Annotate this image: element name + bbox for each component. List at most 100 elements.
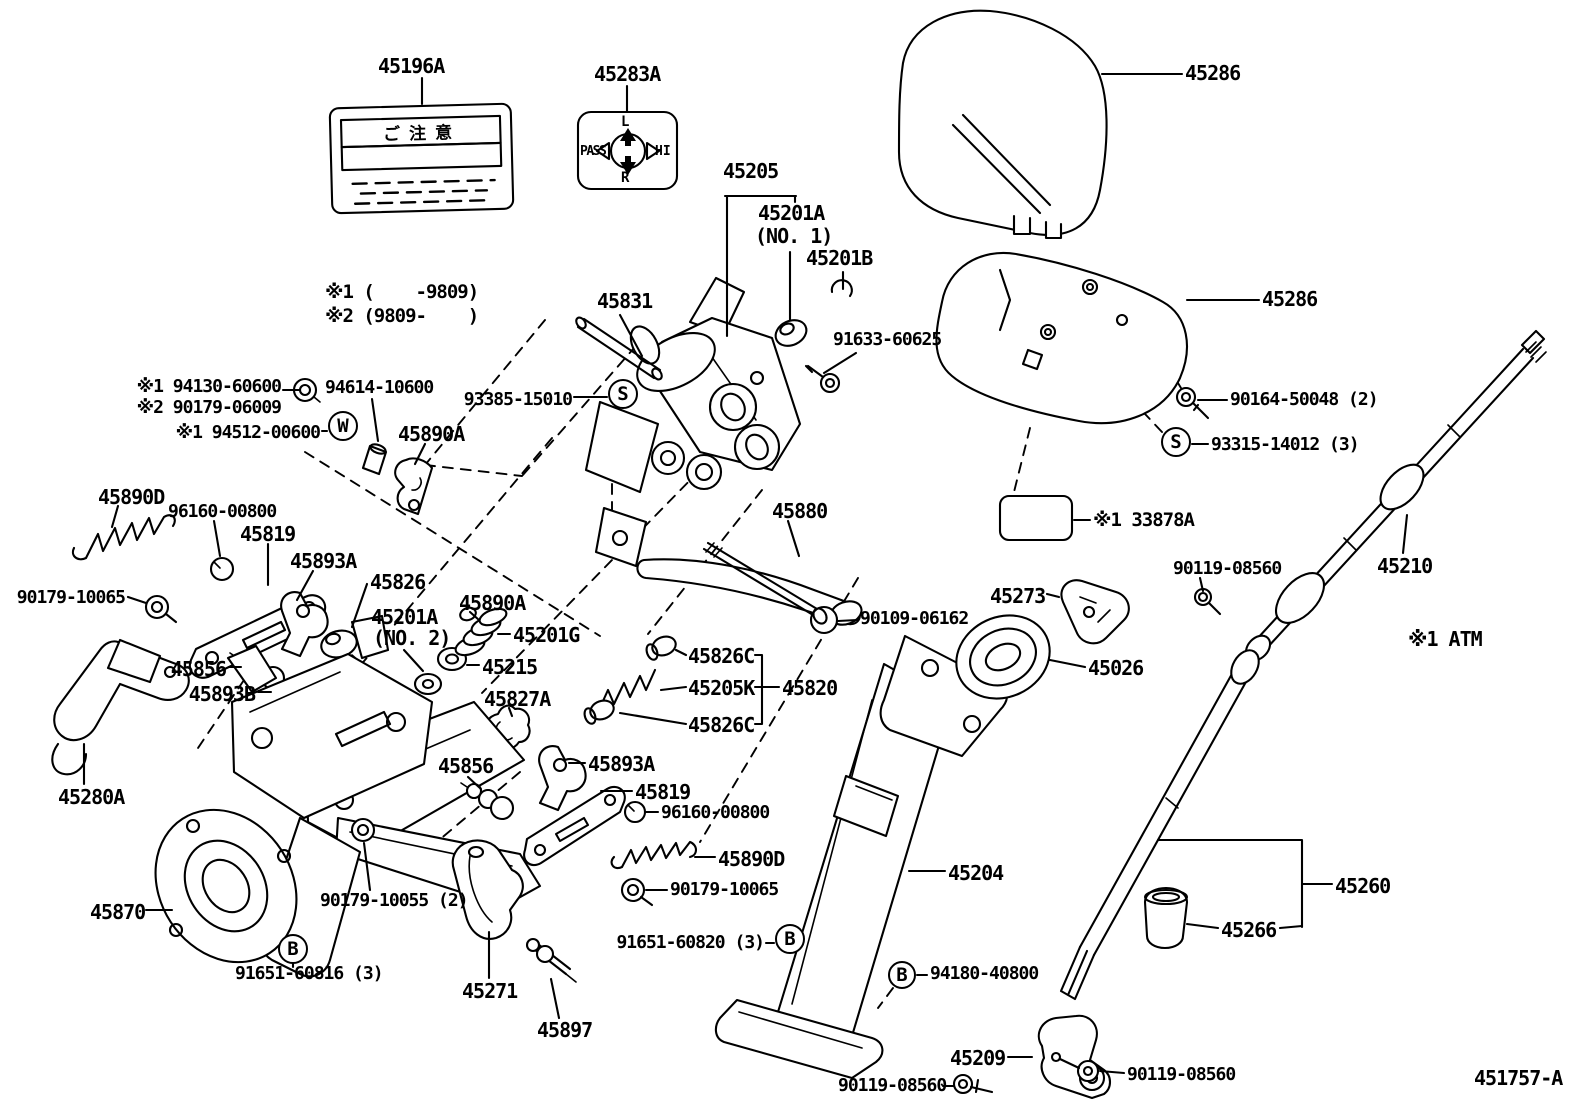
upper-shaft-assembly bbox=[584, 276, 802, 494]
shaft-clamp bbox=[1060, 579, 1130, 645]
part-label: ※1 ( -9809) bbox=[325, 281, 479, 303]
part-label: 45831 bbox=[597, 289, 653, 313]
rod-45831 bbox=[575, 316, 663, 381]
callout-s: S bbox=[608, 379, 638, 409]
diagram-code: 451757-A bbox=[1474, 1066, 1563, 1090]
intermediate-shaft bbox=[1059, 649, 1260, 1001]
stopper-45893a-upper bbox=[280, 591, 329, 658]
part-label: ※1 94130-60600 bbox=[136, 376, 282, 397]
part-label: 45026 bbox=[1088, 656, 1144, 680]
nut-90179-10055 bbox=[350, 817, 376, 843]
part-label: 90119-08560 bbox=[1127, 1064, 1236, 1085]
bolt-90119-bottom-right bbox=[1050, 1051, 1100, 1083]
part-label: 45826C bbox=[688, 644, 755, 668]
part-label: 90179-10065 bbox=[16, 587, 126, 608]
steering-main-shaft bbox=[1244, 329, 1547, 662]
part-label: 45286 bbox=[1262, 287, 1318, 311]
part-label: 91633-60625 bbox=[833, 329, 942, 350]
capsule-45271 bbox=[451, 839, 524, 940]
bolt-90109 bbox=[702, 541, 839, 635]
callout-b: B bbox=[775, 924, 805, 954]
spring-45890d-upper bbox=[71, 514, 176, 561]
spring-45205k bbox=[596, 668, 657, 714]
part-label: 45201B bbox=[806, 246, 873, 270]
part-label: 45280A bbox=[58, 785, 125, 809]
ering-96160-lower bbox=[623, 800, 647, 824]
part-label: 45890D bbox=[98, 485, 165, 509]
bolt-90179-10065-upper bbox=[144, 594, 178, 624]
switch-label-left-text: PASS bbox=[580, 144, 607, 159]
part-label: 96160-00800 bbox=[661, 802, 770, 823]
part-label: 45897 bbox=[537, 1018, 593, 1042]
screw-90164 bbox=[1175, 386, 1210, 420]
part-label: 45273 bbox=[990, 584, 1046, 608]
part-label: 45260 bbox=[1335, 874, 1391, 898]
part-label: 45880 bbox=[772, 499, 828, 523]
bolt-91633 bbox=[804, 364, 841, 394]
part-label: 45820 bbox=[782, 676, 838, 700]
part-label: 45819 bbox=[240, 522, 296, 546]
spring-45201g bbox=[454, 607, 508, 657]
part-label: (NO. 1) bbox=[755, 224, 833, 248]
ering-96160-upper bbox=[209, 556, 235, 582]
part-label: ※1 33878A bbox=[1093, 509, 1195, 531]
part-label: 45856 bbox=[170, 657, 227, 681]
part-label: 45209 bbox=[950, 1046, 1006, 1070]
cap-45266 bbox=[1143, 886, 1189, 950]
bolt-45897 bbox=[525, 937, 577, 983]
tilt-lever bbox=[594, 506, 863, 626]
part-label: 45826C bbox=[688, 713, 755, 737]
stopper-45893a-lower bbox=[538, 745, 587, 812]
pin-94614 bbox=[361, 443, 388, 476]
spring-45890d-lower bbox=[610, 840, 698, 870]
callout-b: B bbox=[888, 961, 916, 989]
part-label: 93385-15010 bbox=[463, 389, 573, 410]
column-tube bbox=[714, 634, 1009, 1080]
part-label: 90179-10065 bbox=[670, 879, 779, 900]
part-label: 90164-50048 (2) bbox=[1230, 389, 1379, 410]
switch-label-top-text: L bbox=[621, 114, 630, 130]
part-label: 45283A bbox=[594, 62, 661, 86]
part-label: ※2 (9809- ) bbox=[325, 305, 479, 327]
part-label: 90119-08560 bbox=[838, 1075, 947, 1096]
part-label: 93315-14012 (3) bbox=[1211, 434, 1360, 455]
part-label: 94614-10600 bbox=[325, 377, 434, 398]
bushing-45201a-no2 bbox=[413, 672, 443, 696]
bushing-45826c-bottom bbox=[583, 699, 615, 725]
bolt-90119-top bbox=[1193, 587, 1222, 616]
link-45890a-upper bbox=[394, 457, 434, 516]
switch-label-art bbox=[576, 110, 679, 191]
clip-45201b bbox=[830, 279, 853, 298]
upper-column-cover bbox=[897, 9, 1108, 240]
part-label: 94180-40800 bbox=[930, 963, 1039, 984]
screw-45856-lower bbox=[460, 782, 515, 821]
flange-45870 bbox=[154, 808, 298, 964]
part-label: 45286 bbox=[1185, 61, 1241, 85]
part-label: 45271 bbox=[462, 979, 518, 1003]
part-label: 45890A bbox=[398, 422, 465, 446]
part-label: 91651-60816 (3) bbox=[235, 963, 384, 984]
part-label: 45205 bbox=[723, 159, 779, 183]
column-bearing bbox=[955, 614, 1051, 700]
part-label: 90119-08560 bbox=[1173, 558, 1282, 579]
part-label: 45201G bbox=[513, 623, 580, 647]
part-label: ※2 90179-06009 bbox=[136, 397, 282, 418]
switch-label-bottom-text: R bbox=[621, 170, 630, 186]
bushing-45826c-top bbox=[645, 635, 677, 661]
caution-label-art bbox=[328, 102, 515, 215]
part-label: 45890D bbox=[718, 847, 785, 871]
link-45890a-lower bbox=[459, 606, 477, 622]
part-label: 91651-60820 (3) bbox=[616, 932, 765, 953]
part-label: 45201A bbox=[371, 605, 438, 629]
part-label: 45819 bbox=[635, 780, 691, 804]
part-label: 45893A bbox=[588, 752, 655, 776]
part-label: 45826 bbox=[370, 570, 426, 594]
nut-94130 bbox=[292, 377, 321, 403]
part-label: 45205K bbox=[688, 676, 755, 700]
switch-label-right-text: HI bbox=[655, 144, 671, 159]
part-label: 45890A bbox=[459, 591, 526, 615]
callout-w: W bbox=[328, 411, 358, 441]
part-label: 45856 bbox=[438, 754, 494, 778]
